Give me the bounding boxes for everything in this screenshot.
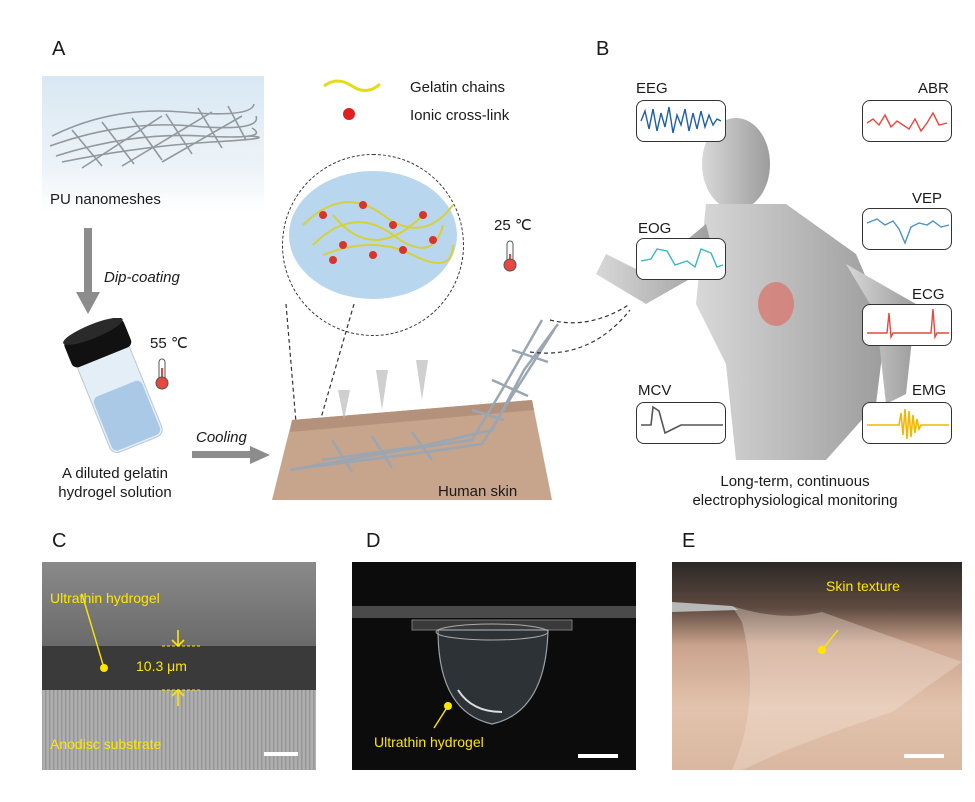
gelatin-chain-icon [322,76,382,101]
legend-ionic-crosslink: Ionic cross-link [410,107,510,124]
temp-cool-label: 25 ℃ [494,217,532,234]
panel-d-letter: D [366,530,381,552]
pu-nanomeshes-label: PU nanomeshes [50,191,161,208]
emg-signal-box [862,402,952,444]
eog-signal-box [636,238,726,280]
human-skin-illustration [272,300,572,510]
panel-c-thickness-label: 10.3 μm [136,658,187,674]
zoom-guide-lines [285,303,355,471]
thermometer-hot-icon [154,358,170,395]
cooling-arrow [192,446,270,469]
eeg-title: EEG [636,80,668,97]
crosslink-icon [343,108,355,120]
panel-d-hydrogel-label: Ultrathin hydrogel [374,734,484,750]
panel-d-scale-bar [578,754,618,758]
temp-hot-label: 55 ℃ [150,335,188,352]
hydrogel-dome-photo: Ultrathin hydrogel [352,562,636,770]
panel-e-letter: E [682,530,696,552]
panel-c-substrate-label: Anodisc substrate [50,736,162,752]
panel-c-hydrogel-label: Ultrathin hydrogel [50,590,160,606]
human-skin-label: Human skin [438,483,518,500]
dip-coating-arrow [76,228,100,314]
panel-c-letter: C [52,530,67,552]
panel-e-texture-label: Skin texture [826,578,900,594]
abr-title: ABR [918,80,949,97]
panel-a-letter: A [52,38,66,60]
skin-texture-photo: Skin texture [672,562,962,770]
panel-c-scale-bar [264,752,298,756]
eeg-signal-box [636,100,726,142]
vial-image [58,317,178,458]
sem-cross-section-image: Ultrathin hydrogel 10.3 μm Anodisc subst… [42,562,316,770]
eog-title: EOG [638,220,672,237]
mcv-title: MCV [638,382,672,399]
panel-e-scale-bar [904,754,944,758]
vep-signal-box [862,208,952,250]
solution-label: A diluted gelatin hydrogel solution [58,465,172,501]
abr-signal-box [862,100,952,142]
dip-coating-label: Dip-coating [104,269,180,286]
panel-b-letter: B [596,38,610,60]
panel-b-caption: Long-term, continuous electrophysiologic… [692,473,898,509]
cooling-label: Cooling [196,429,247,446]
legend-gelatin-chains: Gelatin chains [410,79,506,96]
thermometer-cool-icon [502,240,518,277]
pu-nanomesh-image [42,76,264,212]
hydrogel-zoom-circle [282,154,464,336]
human-figure-illustration [586,104,956,460]
ecg-signal-box [862,304,952,346]
skin-to-body-link [529,303,631,354]
mcv-signal-box [636,402,726,444]
vep-title: VEP [912,190,943,207]
emg-title: EMG [912,382,947,399]
ecg-title: ECG [912,286,945,303]
